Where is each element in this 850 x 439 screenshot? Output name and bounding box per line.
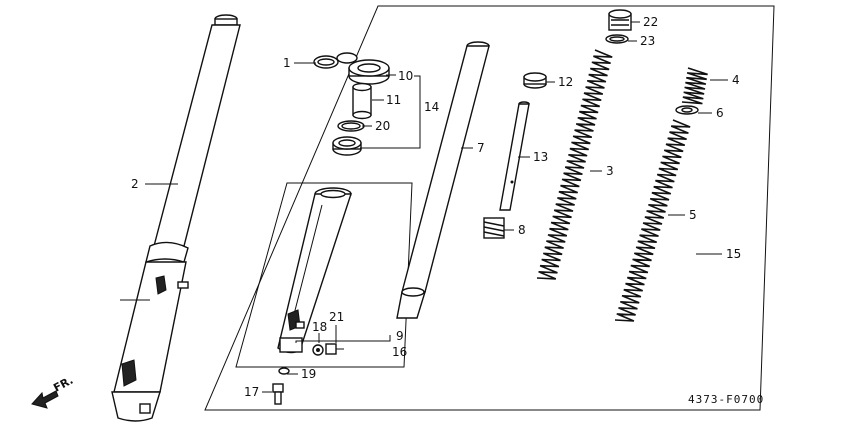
callout-11: 11 bbox=[386, 93, 401, 107]
callout-12: 12 bbox=[558, 75, 573, 89]
callout-22: 22 bbox=[643, 15, 658, 29]
second-fork-spring bbox=[614, 119, 691, 322]
sealing-washer bbox=[278, 367, 290, 375]
callout-8: 8 bbox=[518, 223, 526, 237]
leader-lines bbox=[145, 21, 728, 393]
callout-23: 23 bbox=[640, 34, 655, 48]
circlip bbox=[313, 52, 358, 69]
callout-5: 5 bbox=[689, 208, 697, 222]
washer bbox=[312, 344, 324, 356]
callout-4: 4 bbox=[732, 73, 740, 87]
bottom-case bbox=[277, 187, 352, 354]
rebound-spring bbox=[483, 217, 505, 239]
oil-seal bbox=[348, 59, 390, 85]
piston-ring bbox=[523, 72, 547, 89]
fork-spring bbox=[536, 49, 613, 280]
o-ring bbox=[605, 34, 629, 44]
slider-bushing bbox=[352, 82, 372, 120]
callout-14: 14 bbox=[424, 100, 439, 114]
back-up-ring bbox=[337, 120, 365, 132]
callout-18: 18 bbox=[312, 320, 327, 334]
drain-bolt bbox=[325, 343, 344, 355]
callout-16: 16 bbox=[392, 345, 407, 359]
fork-pipe bbox=[396, 41, 490, 319]
callout-6: 6 bbox=[716, 106, 724, 120]
front-label: FR. bbox=[51, 374, 75, 395]
assembly-frame bbox=[204, 5, 775, 411]
callout-21: 21 bbox=[329, 310, 344, 324]
callout-labels: 1 2 3 4 5 6 7 8 9 10 11 12 13 14 15 16 1… bbox=[131, 15, 741, 399]
callout-3: 3 bbox=[606, 164, 614, 178]
callout-17: 17 bbox=[244, 385, 259, 399]
callout-7: 7 bbox=[477, 141, 485, 155]
callout-1: 1 bbox=[283, 56, 291, 70]
callout-15: 15 bbox=[726, 247, 741, 261]
callout-2: 2 bbox=[131, 177, 139, 191]
fork-bolt bbox=[608, 9, 632, 31]
callout-20: 20 bbox=[375, 119, 390, 133]
spring-seat bbox=[675, 105, 699, 115]
dust-seal bbox=[332, 136, 362, 156]
socket-bolt bbox=[272, 383, 284, 405]
callout-9: 9 bbox=[396, 329, 404, 343]
front-direction-indicator: FR. bbox=[31, 374, 75, 409]
front-arrow-icon bbox=[31, 390, 59, 409]
callout-13: 13 bbox=[533, 150, 548, 164]
damper-rod bbox=[499, 101, 530, 211]
fork-leg-assembly bbox=[111, 14, 241, 422]
callout-10: 10 bbox=[398, 69, 413, 83]
callout-19: 19 bbox=[301, 367, 316, 381]
slider-group-frame bbox=[235, 182, 413, 368]
drawing-code: 4373-F0700 bbox=[688, 393, 764, 406]
short-spring bbox=[681, 67, 708, 105]
